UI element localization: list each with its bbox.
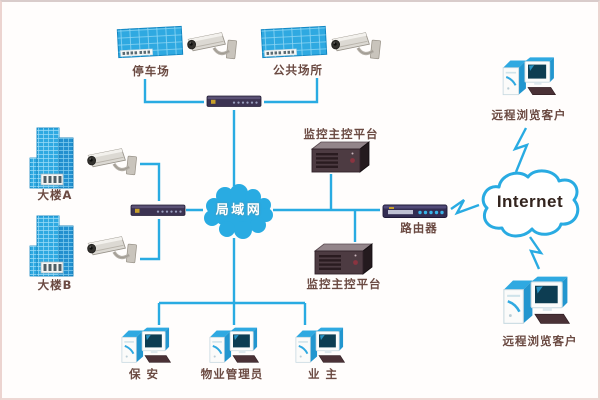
parking-camera-icon — [185, 31, 239, 61]
monitor-platform-bottom-icon — [314, 243, 373, 275]
property-manager-pc-icon — [208, 326, 259, 364]
label-owner: 业 主 — [307, 367, 339, 381]
label-property-manager: 物业管理员 — [200, 367, 264, 381]
building-a-icon — [29, 127, 74, 189]
building-a-camera-icon — [85, 147, 139, 177]
link-parking-to-switch — [143, 79, 204, 104]
bolt-internet-client-bottom — [528, 236, 544, 270]
label-building-a: 大楼A — [37, 188, 73, 202]
link-public-to-switch — [264, 78, 319, 104]
top-switch-icon — [206, 95, 262, 107]
owner-pc-icon — [294, 326, 345, 364]
parking-monitor-panel — [116, 25, 184, 59]
label-remote-client-top: 远程浏览客户 — [491, 108, 567, 122]
public-camera-icon — [329, 31, 383, 61]
label-security-guard: 保 安 — [128, 367, 160, 381]
label-monitor-platform-bottom: 监控主控平台 — [306, 277, 382, 291]
label-remote-client-bottom: 远程浏览客户 — [502, 334, 578, 348]
public-monitor-panel — [260, 25, 328, 59]
monitor-platform-top-icon — [311, 141, 370, 173]
bolt-router-internet — [450, 199, 480, 216]
label-lan-cloud: 局域网 — [215, 203, 263, 218]
router-icon — [382, 204, 448, 218]
network-links — [140, 78, 544, 325]
label-building-b: 大楼B — [37, 278, 73, 292]
link-camera-b-to-switch — [140, 219, 161, 261]
label-public-area: 公共场所 — [273, 63, 323, 77]
building-b-icon — [29, 215, 74, 277]
label-internet: Internet — [496, 192, 564, 211]
label-router: 路由器 — [400, 221, 438, 235]
building-b-camera-icon — [85, 235, 139, 265]
remote-client-bottom-icon — [502, 275, 570, 325]
link-camera-a-to-switch — [140, 162, 161, 201]
label-parking-lot: 停车场 — [132, 64, 170, 78]
remote-client-top-icon — [502, 56, 556, 96]
bolt-internet-client-top — [512, 127, 530, 173]
security-guard-pc-icon — [120, 326, 171, 364]
left-switch-icon — [130, 204, 186, 216]
label-monitor-platform-top: 监控主控平台 — [303, 127, 379, 141]
